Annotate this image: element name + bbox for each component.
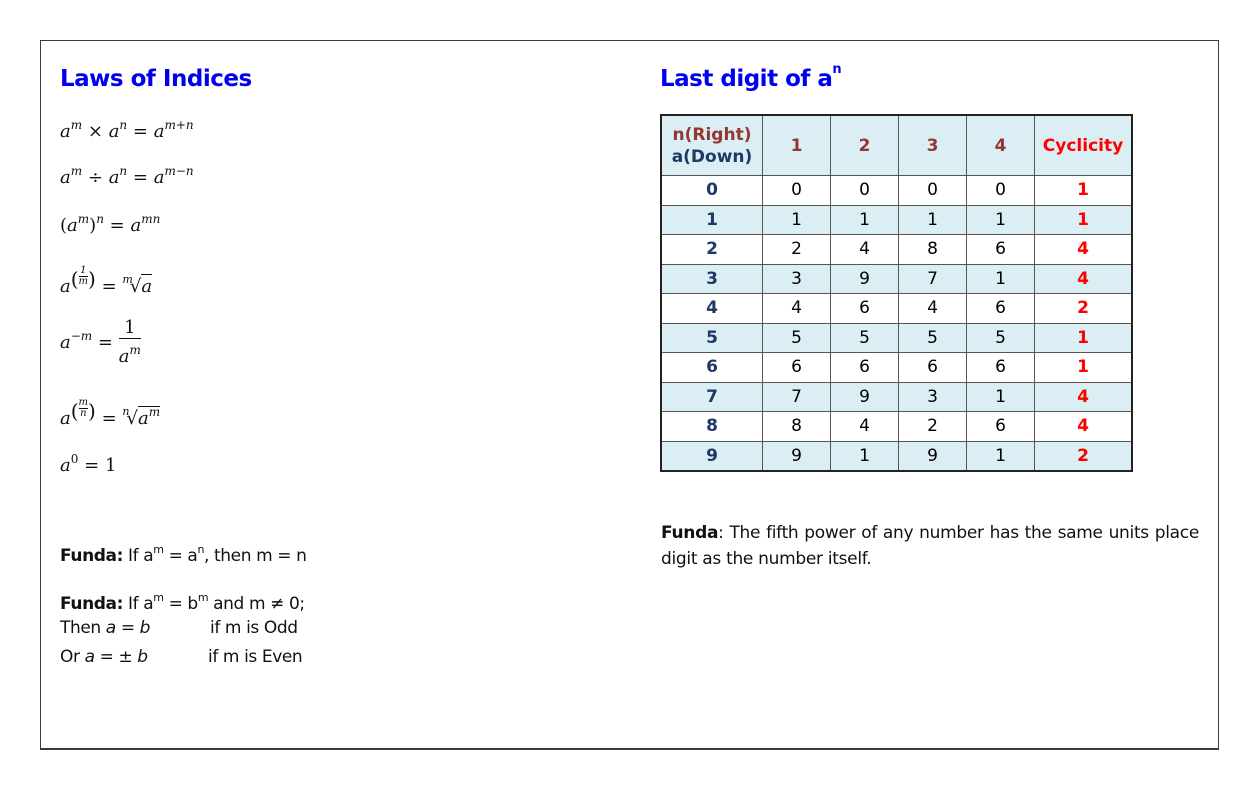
law-power-of-power: (am)n = amn: [60, 212, 161, 236]
header-n4: 4: [966, 114, 1035, 176]
laws-of-indices-title: Laws of Indices: [60, 66, 252, 92]
header-n1: 1: [762, 114, 831, 176]
last-digit-title: Last digit of an: [660, 62, 842, 92]
header-n2: 2: [830, 114, 899, 176]
law-quotient: am ÷ an = am−n: [60, 164, 194, 188]
header-cyclicity: Cyclicity: [1034, 114, 1133, 176]
law-product: am × an = am+n: [60, 118, 194, 142]
funda-equal-bases: Funda: If am = an, then m = n: [60, 543, 307, 566]
table-header-row: n(Right) a(Down) 1 2 3 4 Cyclicity: [660, 114, 1133, 176]
funda-fifth-power: Funda: The fifth power of any number has…: [661, 523, 1199, 569]
header-n3: 3: [898, 114, 967, 176]
law-zero-exponent: a0 = 1: [60, 452, 117, 476]
page-frame: [40, 40, 1219, 750]
funda-equal-exponents: Funda: If am = bm and m ≠ 0;: [60, 591, 305, 614]
corner-header: n(Right) a(Down): [660, 114, 763, 176]
